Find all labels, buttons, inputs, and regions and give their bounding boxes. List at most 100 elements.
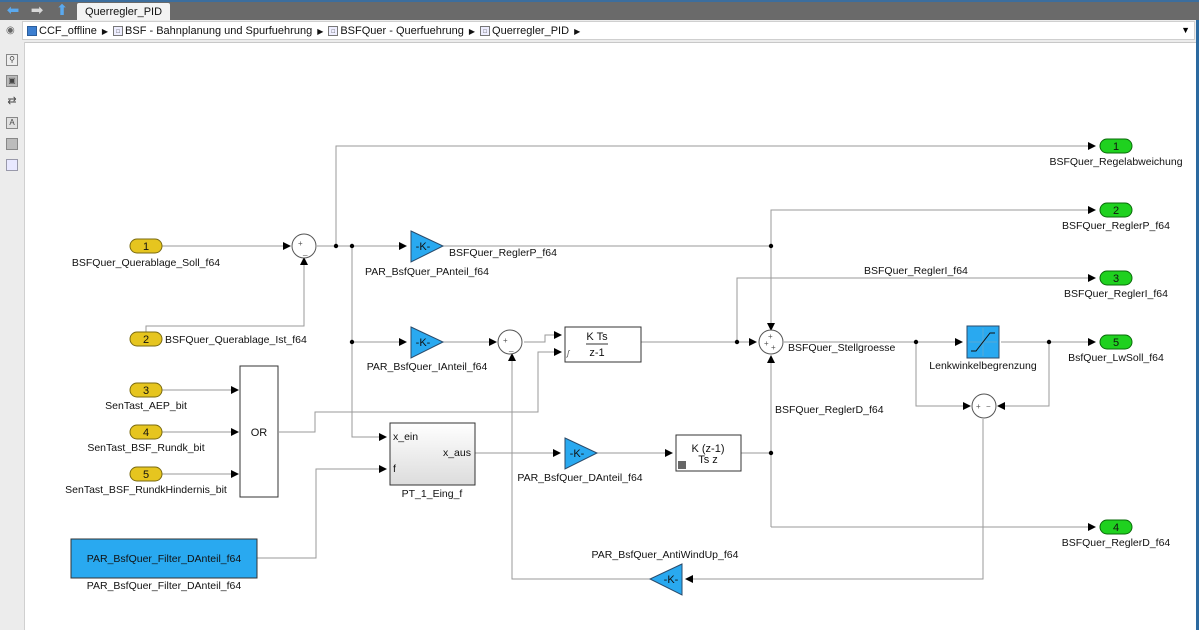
inport-2[interactable]: 2 BSFQuer_Querablage_Ist_f64 [129,331,307,347]
svg-text:z-1: z-1 [589,347,604,359]
junction-dot [1046,339,1052,345]
svg-text:f: f [393,463,396,475]
svg-text:5: 5 [143,469,149,481]
constant-block-filter[interactable]: PAR_BsfQuer_Filter_DAnteil_f64 PAR_BsfQu… [70,538,258,592]
chevron-right-icon: ▶ [317,26,324,36]
chevron-right-icon: ▶ [101,26,109,36]
arrows-icon[interactable]: ⇄ [7,95,17,107]
outport-5[interactable]: 5 BsfQuer_LwSoll_f64 [1068,334,1164,364]
discrete-derivative-block[interactable]: K (z-1) Ts z [675,434,742,472]
junction-dot [768,243,774,249]
outport-label: BSFQuer_ReglerD_f64 [1062,537,1171,549]
svg-text:3: 3 [1113,273,1119,285]
model-icon [27,26,37,36]
outport-3[interactable]: 3 BSFQuer_ReglerI_f64 [1064,270,1168,300]
breadcrumb-item[interactable]: □Querregler_PID [480,25,569,37]
up-arrow-icon[interactable]: ⬆ [55,2,69,19]
junction-dot [768,450,774,456]
outport-label: BSFQuer_ReglerI_f64 [1064,288,1168,300]
chevron-right-icon: ▶ [574,26,581,36]
line-i-out [736,274,1096,342]
outport-label: BSFQuer_Regelabweichung [1049,156,1182,168]
address-bar: ◉ CCF_offline ▶ □BSF - Bahnplanung und S… [0,20,1199,43]
inport-3[interactable]: 3 SenTast_AEP_bit [105,382,187,412]
pt1-subsystem-block[interactable]: x_ein f x_aus PT_1_Eing_f [389,422,476,500]
tab-querregler-pid[interactable]: Querregler_PID [77,3,171,22]
line-ist [145,257,308,332]
svg-text:K Ts: K Ts [586,331,608,343]
sum-block-stellgroesse[interactable]: +++ [758,329,784,355]
signal-label-i: BSFQuer_ReglerI_f64 [864,265,968,277]
line-regelabweichung [335,142,1096,246]
svg-text:PAR_BsfQuer_Filter_DAnteil_f64: PAR_BsfQuer_Filter_DAnteil_f64 [87,553,242,565]
svg-text:−: − [986,402,991,411]
svg-text:1: 1 [1113,141,1119,153]
title-bar: ⬅ ➡ ⬆ Querregler_PID [0,0,1199,22]
line-filter [257,465,387,559]
gain-d-anteil[interactable]: -K- PAR_BsfQuer_DAnteil_f64 [517,437,643,484]
svg-text:2: 2 [1113,205,1119,217]
subsystem-icon: □ [328,26,339,36]
line-or-out [279,348,562,433]
gain-label: PAR_BsfQuer_PAnteil_f64 [365,266,489,278]
discrete-integrator-block[interactable]: K Ts z-1 ʃ [564,326,642,363]
gain-p-anteil[interactable]: -K- PAR_BsfQuer_PAnteil_f64 [365,230,489,278]
svg-text:ʃ: ʃ [565,349,571,358]
gain-i-anteil[interactable]: -K- PAR_BsfQuer_IAnteil_f64 [367,326,488,373]
svg-text:3: 3 [143,385,149,397]
subsystem-label: PT_1_Eing_f [402,488,463,500]
saturation-block[interactable]: Lenkwinkelbegrenzung [929,325,1037,372]
svg-text:+: + [768,332,773,341]
outport-1[interactable]: 1 BSFQuer_Regelabweichung [1049,138,1183,168]
subsystem-icon: □ [113,26,124,36]
fit-view-icon[interactable]: ▣ [6,75,18,87]
diagram-canvas[interactable]: 1 BSFQuer_Querablage_Soll_f64 2 BSFQuer_… [25,43,1195,630]
line-i-sum [524,331,562,343]
hide-explorer-icon[interactable]: ◉ [6,25,15,36]
signal-label-d: BSFQuer_ReglerD_f64 [775,404,884,416]
svg-text:1: 1 [143,241,149,253]
window-border [1196,20,1199,630]
or-logic-block[interactable]: OR [239,365,279,498]
svg-text:+: + [503,336,508,345]
junction-dot [349,339,355,345]
subsystem-icon: □ [480,26,491,36]
sum-block-antiwindup[interactable]: +_ [497,329,523,355]
link-icon [678,461,686,469]
svg-text:+: + [976,402,981,411]
inport-label: SenTast_BSF_RundkHindernis_bit [65,484,227,496]
forward-arrow-icon[interactable]: ➡ [30,2,44,19]
line-aw-minus [997,342,1050,410]
junction-dot [913,339,919,345]
inport-label: BSFQuer_Querablage_Soll_f64 [72,257,220,269]
saturation-icon [971,332,995,352]
image-icon[interactable] [6,138,18,150]
svg-text:OR: OR [251,427,268,439]
svg-text:x_aus: x_aus [443,447,471,459]
dropdown-arrow-icon[interactable]: ▼ [1181,25,1190,35]
gain-label: PAR_BsfQuer_IAnteil_f64 [367,361,488,373]
inport-label: BSFQuer_Querablage_Ist_f64 [165,334,307,346]
saturation-label: Lenkwinkelbegrenzung [929,360,1037,372]
annotation-icon[interactable]: A [6,117,18,129]
svg-text:x_ein: x_ein [393,431,418,443]
sum-block-saturation-diff[interactable]: +− [971,393,997,419]
breadcrumb-item[interactable]: □BSF - Bahnplanung und Spurfuehrung [113,25,312,37]
breadcrumb[interactable]: CCF_offline ▶ □BSF - Bahnplanung und Spu… [22,21,1195,40]
svg-text:-K-: -K- [416,337,431,349]
inport-5[interactable]: 5 SenTast_BSF_RundkHindernis_bit [65,466,227,496]
outport-2[interactable]: 2 BSFQuer_ReglerP_f64 [1062,202,1170,232]
chevron-right-icon: ▶ [468,26,476,36]
svg-text:+: + [298,239,303,248]
inport-1[interactable]: 1 BSFQuer_Querablage_Soll_f64 [72,238,220,269]
sum-block-error[interactable]: +_ [291,233,317,259]
outport-4[interactable]: 4 BSFQuer_ReglerD_f64 [1062,519,1171,549]
area-icon[interactable] [6,159,18,171]
breadcrumb-item[interactable]: □BSFQuer - Querfuehrung [328,25,464,37]
zoom-icon[interactable]: ⚲ [6,54,18,66]
gain-antiwindup[interactable]: -K- PAR_BsfQuer_AntiWindUp_f64 [592,549,739,596]
svg-text:2: 2 [143,334,149,346]
breadcrumb-item[interactable]: CCF_offline [27,25,97,37]
back-arrow-icon[interactable]: ⬅ [6,2,20,19]
inport-4[interactable]: 4 SenTast_BSF_Rundk_bit [87,424,205,454]
